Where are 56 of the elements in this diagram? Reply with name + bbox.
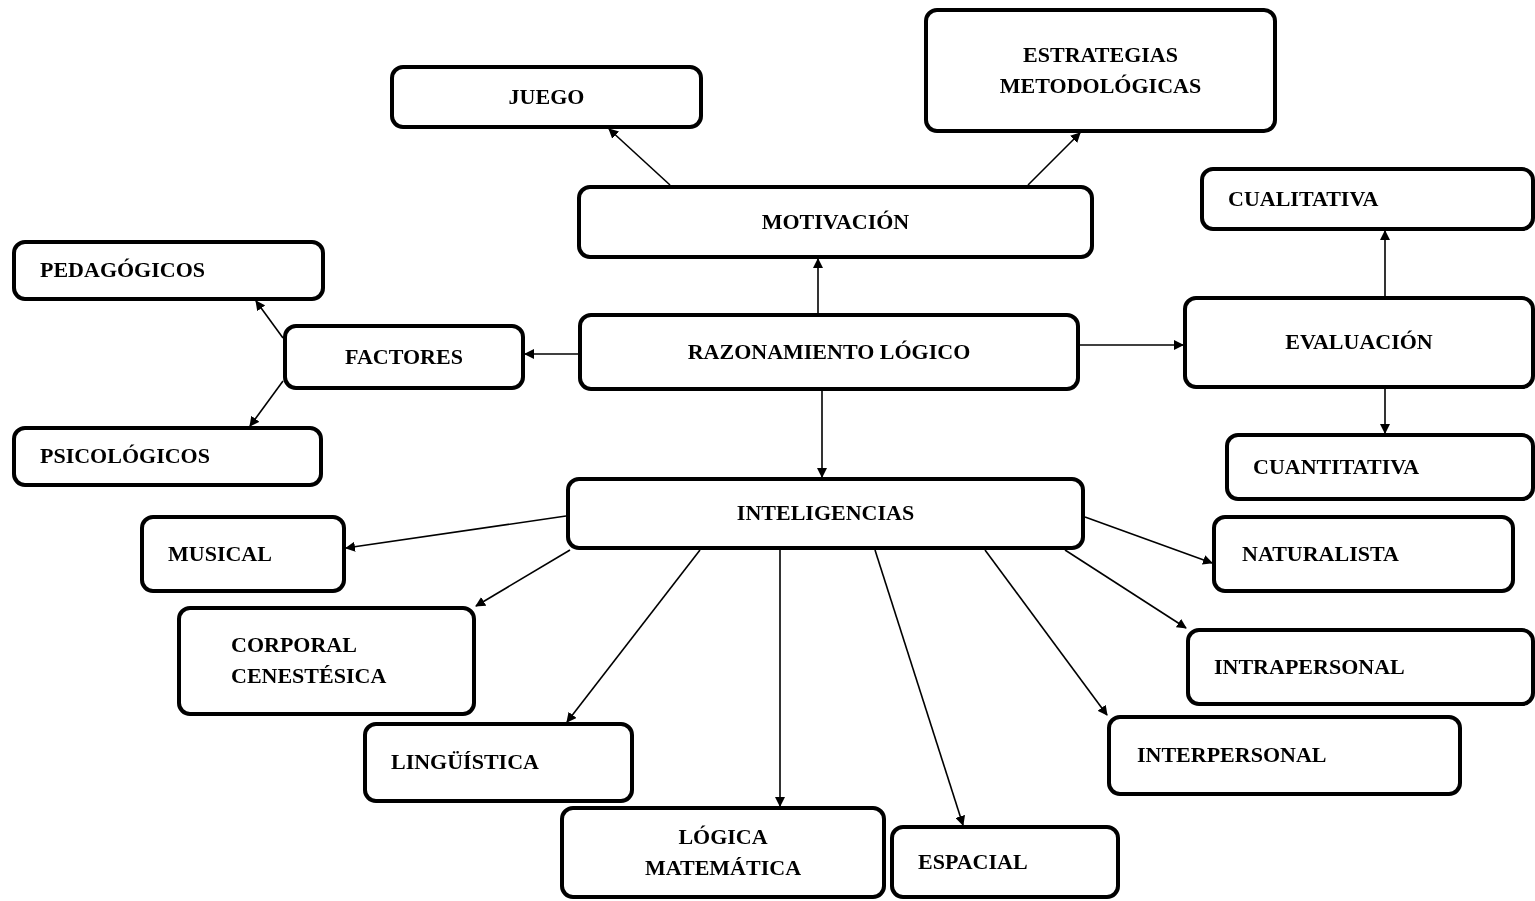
concept-label: RAZONAMIENTO LÓGICO [687, 337, 971, 366]
concept-label: CUALITATIVA [1228, 184, 1379, 213]
concept-box [560, 806, 886, 899]
concept-box [1225, 433, 1535, 501]
arrow [475, 549, 571, 607]
arrow [608, 128, 671, 186]
concept-box [363, 722, 634, 803]
concept-label: PEDAGÓGICOS [40, 256, 206, 285]
concept-label: INTRAPERSONAL [1214, 652, 1405, 681]
concept-box [177, 606, 476, 716]
concept-label: INTELIGENCIAS [736, 499, 915, 528]
concept-box [283, 324, 525, 390]
arrow [566, 549, 701, 723]
concept-label: LÓGICA MATEMÁTICA [644, 822, 802, 882]
concept-label: LINGÜÍSTICA [391, 748, 539, 777]
arrow [984, 549, 1108, 716]
concept-label: INTERPERSONAL [1137, 741, 1327, 770]
concept-box [390, 65, 703, 129]
concept-label: MOTIVACIÓN [761, 207, 910, 236]
concept-box [566, 477, 1085, 550]
arrow [1380, 388, 1390, 434]
concept-box [12, 240, 325, 301]
concept-label: PSICOLÓGICOS [40, 442, 210, 471]
concept-box [890, 825, 1120, 899]
concept-label: CUANTITATIVA [1253, 452, 1420, 481]
concept-box [1186, 628, 1535, 706]
arrow [345, 515, 567, 552]
concept-box [1200, 167, 1535, 231]
arrow [1064, 549, 1187, 629]
arrow [255, 300, 284, 339]
concept-label: MUSICAL [168, 539, 272, 568]
concept-label: CORPORAL CENESTÉSICA [231, 631, 388, 690]
concept-box [1212, 515, 1515, 593]
arrow [524, 349, 579, 359]
concept-box [578, 313, 1080, 391]
concept-box [924, 8, 1277, 133]
arrow [1027, 132, 1081, 186]
concept-label: NATURALISTA [1242, 539, 1399, 568]
arrow [874, 549, 965, 826]
concept-label: JUEGO [508, 82, 585, 111]
concept-box [140, 515, 346, 593]
concept-box [12, 426, 323, 487]
arrow [775, 549, 785, 807]
arrow [1079, 340, 1184, 350]
concept-box [577, 185, 1094, 259]
concept-label: FACTORES [345, 342, 463, 371]
concept-label: ESTRATEGIAS METODOLÓGICAS [998, 40, 1203, 100]
concept-box [1107, 715, 1462, 796]
concept-label: EVALUACIÓN [1285, 328, 1433, 357]
arrow [1084, 516, 1213, 565]
arrow [1380, 230, 1390, 297]
arrow [813, 258, 823, 314]
concept-label: ESPACIAL [918, 847, 1028, 876]
arrow [249, 380, 284, 427]
arrow [817, 390, 827, 478]
concept-box [1183, 296, 1535, 389]
